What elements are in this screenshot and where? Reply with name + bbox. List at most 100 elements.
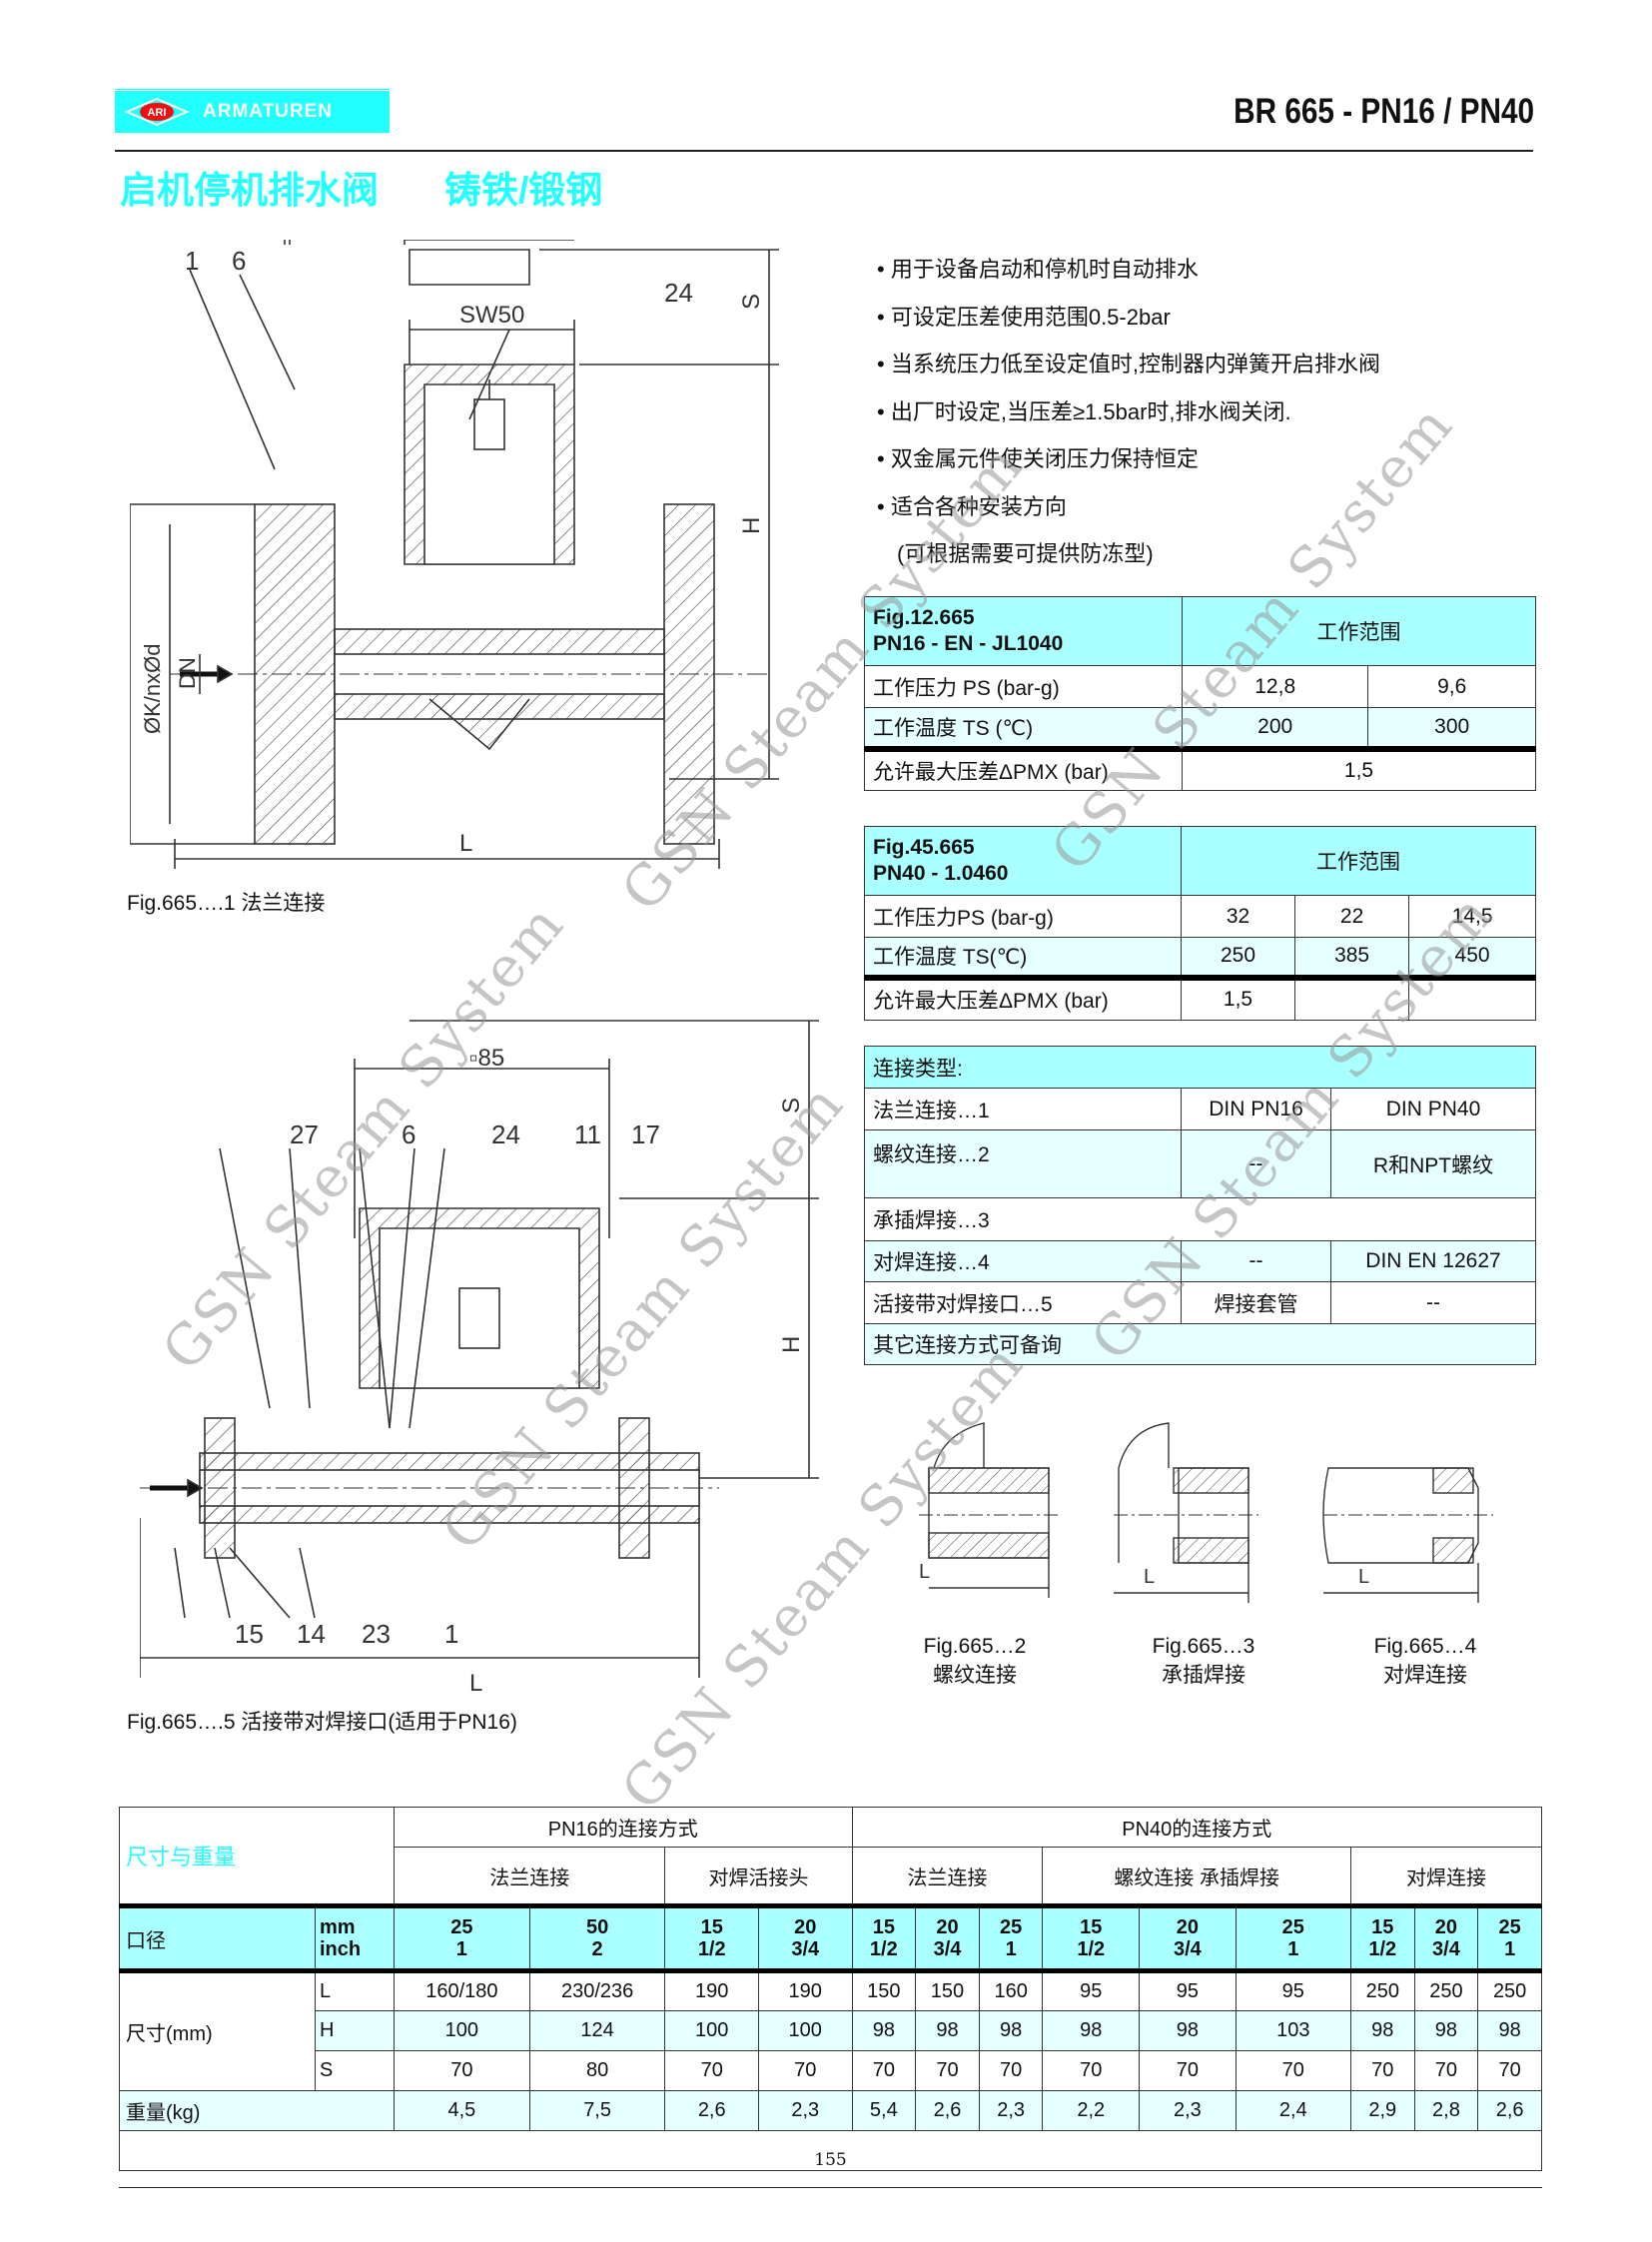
table-cell: 95 bbox=[1235, 1970, 1351, 2011]
table-cell: 98 bbox=[1477, 2010, 1542, 2051]
dim-s: S bbox=[738, 294, 765, 310]
part-label-27: 27 bbox=[290, 1120, 319, 1149]
table-cell: 190 bbox=[664, 1970, 759, 2011]
table-cell: 98 bbox=[1413, 2010, 1479, 2051]
table-cell: 2,9 bbox=[1349, 2090, 1415, 2131]
fig5-caption: Fig.665….5 活接带对焊接口(适用于PN16) bbox=[127, 1711, 517, 1734]
part-label-24: 24 bbox=[491, 1120, 520, 1149]
table-cell: 100 bbox=[664, 2010, 759, 2051]
table-cell: 190 bbox=[757, 1970, 853, 2011]
part-label-17: 17 bbox=[631, 1120, 660, 1149]
table-cell: 124 bbox=[528, 2010, 666, 2051]
table-cell: 70 bbox=[1042, 2050, 1141, 2091]
feature-item: • 适合各种安装方向 bbox=[877, 493, 1067, 519]
table-cell: 103 bbox=[1235, 2010, 1351, 2051]
table-cell: 2,3 bbox=[757, 2090, 853, 2131]
feature-item: • 双金属元件使关闭压力保持恒定 bbox=[877, 446, 1199, 471]
table-cell: 7,5 bbox=[528, 2090, 666, 2131]
part-label-1: 1 bbox=[185, 246, 199, 276]
end-connection-drawings: L L L bbox=[919, 1422, 1493, 1603]
logo-text: ARMATUREN bbox=[203, 101, 334, 122]
table-cell: 250 bbox=[1349, 1970, 1415, 2011]
part-label-23: 23 bbox=[362, 1619, 391, 1649]
ari-logo: ARI ARMATUREN bbox=[115, 88, 390, 133]
table-title: 尺寸与重量 bbox=[119, 1807, 395, 1906]
table-cell: 5,4 bbox=[851, 2090, 917, 2131]
fig1-caption: Fig.665….1 法兰连接 bbox=[127, 892, 326, 915]
part-label-6: 6 bbox=[402, 1120, 415, 1149]
footer-divider bbox=[119, 2187, 1542, 2188]
table-cell: 70 bbox=[394, 2050, 530, 2091]
union-valve-drawing: ▫85 27 6 24 11 17 S H DN 15 14 23 1 L bbox=[140, 1020, 819, 1697]
dim-ok: ØK/nxØd bbox=[140, 644, 165, 734]
feature-item: • 用于设备启动和停机时自动排水 bbox=[877, 257, 1199, 282]
table-cell: 98 bbox=[978, 2010, 1044, 2051]
table-cell: 2,6 bbox=[1477, 2090, 1542, 2131]
table-cell: 160/180 bbox=[394, 1970, 530, 2011]
table-cell: 98 bbox=[915, 2010, 980, 2051]
table-cell: 100 bbox=[757, 2010, 853, 2051]
table-cell: 230/236 bbox=[528, 1970, 666, 2011]
feature-item: • 出厂时设定,当压差≥1.5bar时,排水阀关闭. bbox=[877, 398, 1291, 424]
document-title: BR 665 - PN16 / PN40 bbox=[1234, 92, 1534, 131]
feature-list: • 用于设备启动和停机时自动排水 • 可设定压差使用范围0.5-2bar • 当… bbox=[877, 246, 1380, 578]
part-label-15: 15 bbox=[235, 1619, 264, 1649]
material-title: 铸铁/锻钢 bbox=[444, 170, 603, 211]
table-cell: 98 bbox=[851, 2010, 917, 2051]
feature-item: • 可设定压差使用范围0.5-2bar bbox=[877, 304, 1171, 330]
table-cell: 70 bbox=[1477, 2050, 1542, 2091]
part-label-6: 6 bbox=[232, 246, 246, 276]
table-cell: 98 bbox=[1042, 2010, 1141, 2051]
ari-diamond-icon: ARI bbox=[125, 98, 189, 126]
table-cell: 2,4 bbox=[1235, 2090, 1351, 2131]
dim-dn: DN bbox=[140, 1471, 143, 1503]
header-divider bbox=[115, 150, 1533, 152]
dim-l: L bbox=[1144, 1566, 1155, 1588]
table-cell: 2,8 bbox=[1413, 2090, 1479, 2131]
part-label-14: 14 bbox=[297, 1619, 326, 1649]
table-cell: 150 bbox=[915, 1970, 980, 2011]
table-cell: 250 bbox=[1477, 1970, 1542, 2011]
table-cell: 2,2 bbox=[1042, 2090, 1141, 2131]
table-cell: 160 bbox=[978, 1970, 1044, 2011]
dim-h: H bbox=[778, 1336, 805, 1353]
table-cell: 2,6 bbox=[664, 2090, 759, 2131]
table-cell: 70 bbox=[1139, 2050, 1237, 2091]
table-cell: 2,6 bbox=[915, 2090, 980, 2131]
dim-85: ▫85 bbox=[469, 1045, 504, 1072]
table-cell: 70 bbox=[851, 2050, 917, 2091]
table-cell: 250 bbox=[1413, 1970, 1479, 2011]
part-label-1: 1 bbox=[444, 1619, 458, 1649]
table-cell: 2,3 bbox=[978, 2090, 1044, 2131]
part-label-11: 11 bbox=[574, 1120, 601, 1149]
table-cell: 98 bbox=[1139, 2010, 1237, 2051]
part-label-24: 24 bbox=[664, 278, 693, 308]
table-cell: 150 bbox=[851, 1970, 917, 2011]
table-cell: 70 bbox=[1235, 2050, 1351, 2091]
svg-text:ARI: ARI bbox=[148, 107, 167, 119]
dim-h: H bbox=[738, 517, 765, 534]
table-cell: 95 bbox=[1042, 1970, 1141, 2011]
table-cell: 95 bbox=[1139, 1970, 1237, 2011]
dim-l: L bbox=[469, 1670, 482, 1697]
table-cell: 70 bbox=[915, 2050, 980, 2091]
dim-dn: DN bbox=[175, 657, 200, 689]
table-cell: 70 bbox=[757, 2050, 853, 2091]
table-cell: 70 bbox=[1413, 2050, 1479, 2091]
